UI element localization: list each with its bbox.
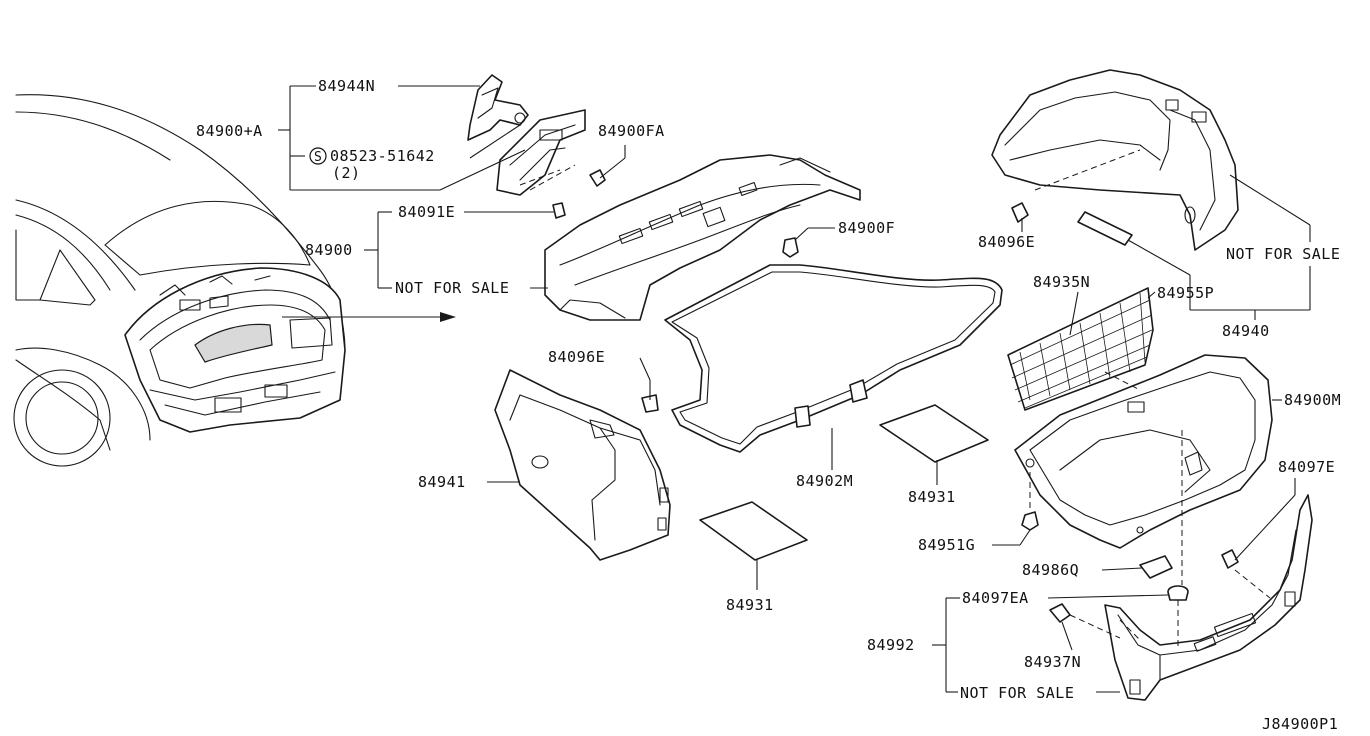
label-84992: 84992 — [867, 636, 915, 654]
diagram-id: J84900P1 — [1262, 715, 1338, 733]
label-84097EA: 84097EA — [962, 589, 1029, 607]
label-84940: 84940 — [1222, 322, 1270, 340]
label-84931-a: 84931 — [908, 488, 956, 506]
label-84900FA: 84900FA — [598, 122, 665, 140]
label-s-symbol: S — [314, 150, 322, 165]
trunk-floor-trim-84900 — [544, 154, 861, 321]
pad-84931-b — [699, 501, 808, 561]
label-84900: 84900 — [305, 241, 353, 259]
rear-trim-84992 — [1049, 494, 1313, 701]
label-08523-51642: 08523-51642 — [330, 147, 435, 165]
label-84951G: 84951G — [918, 536, 975, 554]
label-84944N: 84944N — [318, 77, 375, 95]
label-84096E-top: 84096E — [548, 348, 605, 366]
label-not-for-sale-3: NOT FOR SALE — [960, 684, 1074, 702]
label-84986Q: 84986Q — [1022, 561, 1079, 579]
label-84900A: 84900+A — [196, 122, 263, 140]
leader-lines — [278, 85, 1311, 693]
s-symbol-icon: S — [309, 147, 327, 165]
label-84096E-mid: 84096E — [978, 233, 1035, 251]
label-84937N: 84937N — [1024, 653, 1081, 671]
label-84091E: 84091E — [398, 203, 455, 221]
vehicle-rear-illustration — [13, 94, 456, 467]
part-labels: 84944N 84900+A S 08523-51642 (2) 84900FA… — [196, 77, 1341, 733]
cargo-net-84935N — [1007, 287, 1154, 411]
label-84900F: 84900F — [838, 219, 895, 237]
label-84900M: 84900M — [1284, 391, 1341, 409]
hinge-bracket-assembly — [467, 74, 606, 196]
side-trim-left-84941 — [494, 369, 671, 561]
label-not-for-sale-2: NOT FOR SALE — [1226, 245, 1340, 263]
pad-84931-a — [879, 404, 989, 463]
label-not-for-sale-1: NOT FOR SALE — [395, 279, 509, 297]
side-trim-84900M — [1014, 354, 1273, 549]
label-84097E: 84097E — [1278, 458, 1335, 476]
fastener-84951G — [1021, 511, 1039, 531]
label-84902M: 84902M — [796, 472, 853, 490]
label-84931-b: 84931 — [726, 596, 774, 614]
label-84935N: 84935N — [1033, 273, 1090, 291]
label-84941: 84941 — [418, 473, 466, 491]
label-84955P: 84955P — [1157, 284, 1214, 302]
label-08523-qty: (2) — [332, 164, 361, 182]
trunk-floor-mat-84902M — [664, 264, 1003, 453]
